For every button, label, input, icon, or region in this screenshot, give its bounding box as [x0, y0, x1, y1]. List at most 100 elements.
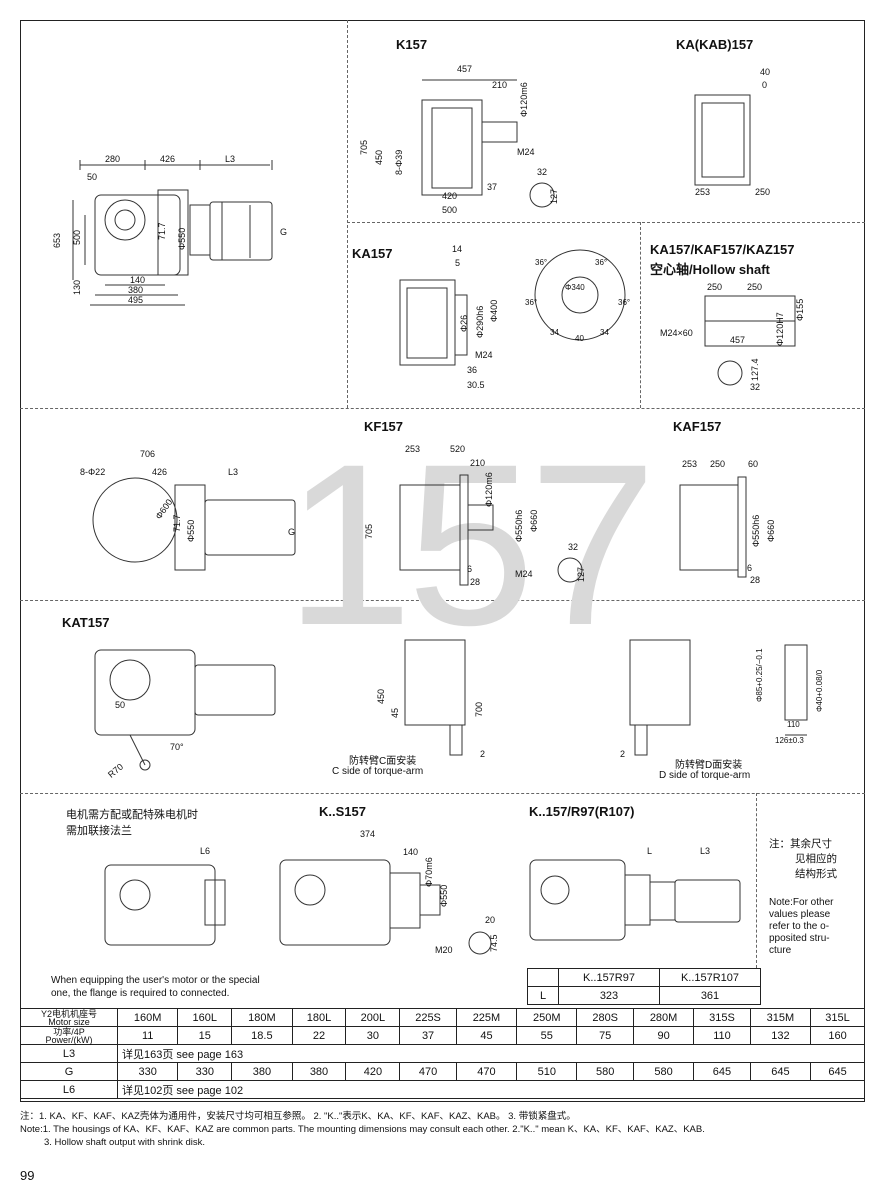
note-cn1: 注：其余尺寸 — [769, 838, 832, 850]
dim: 457 — [457, 64, 472, 74]
size-cell: 315M — [749, 1008, 812, 1027]
size-cell: 180L — [291, 1008, 347, 1027]
power-cell: 11 — [116, 1026, 179, 1045]
kat157-main-drawing: 50 70° R70 — [94, 649, 276, 780]
l-table-cell: 361 — [659, 986, 761, 1005]
title-kat157: KAT157 — [62, 615, 110, 630]
column-divider — [756, 793, 757, 968]
dim: 500 — [72, 230, 82, 245]
title-hollow: KA157/KAF157/KAZ157 — [650, 242, 795, 257]
dim: 210 — [470, 458, 485, 468]
dim: M24 — [517, 147, 535, 157]
hollow-shaft-drawing: 250 250 Φ155 Φ120H7 M24×60 457 32 127.4 — [660, 282, 805, 392]
dim: 374 — [360, 829, 375, 839]
dim: Φ550 — [186, 520, 196, 542]
l-table-header: K..157R107 — [659, 968, 761, 987]
dim: 14 — [452, 244, 462, 254]
dim: 34 — [600, 328, 609, 337]
size-cell: 200L — [345, 1008, 401, 1027]
dim: 0 — [762, 80, 767, 90]
kr-drawing: L L3 — [529, 846, 741, 941]
size-cell: 280M — [632, 1008, 695, 1027]
dim: Φ40+0.08/0 — [815, 669, 824, 712]
dim: 50 — [87, 172, 97, 182]
dim: 127.4 — [750, 358, 760, 381]
note-en-3: pposited stru- — [769, 933, 830, 944]
power-cell: 15 — [177, 1026, 233, 1045]
footnote-cn: 注：1. KA、KF、KAF、KAZ壳体为通用件，安装尺寸均可相互参照。 2. … — [20, 1111, 576, 1122]
dim: L — [647, 846, 652, 856]
section-divider — [20, 408, 865, 409]
dim: 20 — [485, 915, 495, 925]
dim: 30.5 — [467, 380, 485, 390]
l-table-header: K..157R97 — [558, 968, 660, 987]
dim: 74.5 — [489, 934, 499, 952]
g-cell: 380 — [291, 1062, 347, 1081]
dim: 5 — [455, 258, 460, 268]
dim: 450 — [376, 689, 386, 704]
note-en-0: Note:For other — [769, 897, 834, 908]
dim: M20 — [435, 945, 453, 955]
dim: Φ120m6 — [519, 82, 529, 117]
motor-note-en1: When equipping the user's motor or the s… — [51, 975, 260, 986]
dim: R70 — [106, 761, 125, 779]
motor-note-cn1: 电机需方配或配特殊电机时 — [66, 809, 198, 821]
dim: 36 — [467, 365, 477, 375]
table-row: L3 详见163页 see page 163 — [20, 1044, 865, 1063]
power-cell: 132 — [749, 1026, 812, 1045]
power-cell: 75 — [576, 1026, 634, 1045]
dim: Φ340 — [565, 283, 585, 292]
power-cell: 18.5 — [231, 1026, 293, 1045]
dim: 71.7 — [157, 222, 167, 240]
dim: 253 — [405, 444, 420, 454]
dim: Φ26 — [459, 315, 469, 332]
kf157-main-drawing: 706 8-Φ22 426 L3 Φ600 Φ550 71.7 G — [80, 449, 296, 571]
dim: 380 — [128, 285, 143, 295]
dim: M24 — [515, 569, 533, 579]
l3-text: 详见163页 see page 163 — [117, 1044, 865, 1063]
dim: Φ550h6 — [751, 515, 761, 547]
dim: 495 — [128, 295, 143, 305]
section-divider — [20, 793, 865, 794]
dim: 426 — [160, 154, 175, 164]
table-row: L6 详见102页 see page 102 — [20, 1080, 865, 1099]
g-cell: 470 — [455, 1062, 518, 1081]
kat-d-side-drawing: 2 — [620, 639, 691, 759]
g-cell: 510 — [516, 1062, 578, 1081]
section-divider — [347, 222, 865, 223]
power-cell: 45 — [455, 1026, 518, 1045]
flange-drawing: Φ340 36° 36° 36° 36° 34 40 34 — [525, 249, 630, 343]
size-cell: 225M — [455, 1008, 518, 1027]
dim: 28 — [750, 575, 760, 585]
footnote-en1: Note:1. The housings of KA、KF、KAF、KAZ ar… — [20, 1124, 705, 1135]
dim: 253 — [695, 187, 710, 197]
dim: 70° — [170, 742, 184, 752]
dim: 50 — [115, 700, 125, 710]
dim: M24×60 — [660, 328, 693, 338]
dim: 140 — [403, 847, 418, 857]
dim: 34 — [550, 328, 559, 337]
ks157-drawing: 374 140 Φ70m6 Φ550 20 74.5 M20 — [279, 829, 499, 955]
dim: 32 — [568, 542, 578, 552]
dim: Φ550 — [177, 228, 187, 250]
dim: L3 — [228, 467, 238, 477]
dim: 705 — [359, 140, 369, 155]
caption-c-cn: 防转臂C面安装 — [349, 756, 417, 767]
title-hollow-sub: 空心轴/Hollow shaft — [650, 262, 770, 277]
dim: 140 — [130, 275, 145, 285]
l-table: K..157R97 K..157R107 L 323 361 — [527, 968, 761, 1005]
dim: 250 — [755, 187, 770, 197]
power-cell: 55 — [516, 1026, 578, 1045]
dim: 2 — [480, 749, 485, 759]
dim: 126±0.3 — [775, 736, 804, 745]
caption-c-en: C side of torque-arm — [332, 766, 424, 777]
dim: 2 — [620, 749, 625, 759]
g-cell: 380 — [231, 1062, 293, 1081]
dim: Φ120H7 — [775, 312, 785, 346]
dim: Φ85+0.25/−0.1 — [755, 648, 764, 702]
dim: 130 — [72, 280, 82, 295]
dim: 426 — [152, 467, 167, 477]
kf157-side-drawing: 253 520 210 Φ120m6 705 Φ550h6 Φ660 6 28 … — [364, 444, 586, 587]
dim: 253 — [682, 459, 697, 469]
